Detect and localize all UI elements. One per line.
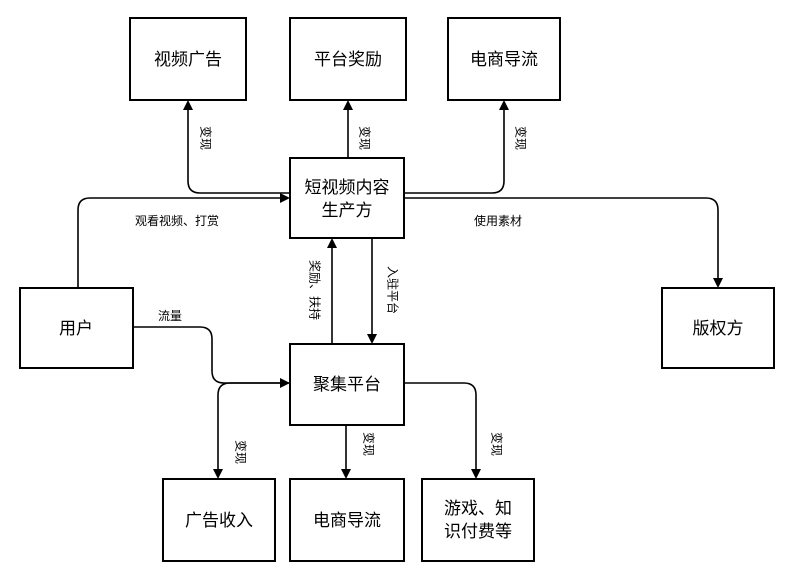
edge-label-reward-support: 奖励、扶持 (308, 260, 323, 320)
edge-user-to-aggregator (133, 326, 290, 388)
edge-label-monetize-ad-income: 变现 (234, 440, 249, 464)
edge-producer-to-video-ad (183, 100, 289, 194)
node-producer-label-line2: 生产方 (322, 201, 373, 221)
node-video-ad: 视频广告 (129, 17, 247, 101)
node-copyright-label: 版权方 (693, 319, 744, 339)
edge-label-traffic: 流量 (158, 309, 182, 323)
node-user: 用户 (19, 287, 134, 369)
edge-label-monetize-video-ad: 变现 (199, 126, 214, 150)
edge-label-monetize-ecommerce-bottom: 变现 (362, 432, 377, 456)
node-producer: 短视频内容 生产方 (289, 157, 405, 239)
edge-label-monetize-platform-reward: 变现 (358, 126, 373, 150)
node-platform-reward: 平台奖励 (289, 17, 407, 101)
node-ecommerce-top-label: 电商导流 (470, 50, 538, 70)
node-user-label: 用户 (59, 319, 93, 339)
edge-aggregator-to-ad-income (213, 382, 289, 479)
node-video-ad-label: 视频广告 (154, 50, 222, 70)
node-games: 游戏、知 识付费等 (421, 478, 535, 562)
edge-label-use-material: 使用素材 (474, 213, 522, 228)
edge-label-monetize-ecommerce-top: 变现 (514, 126, 529, 150)
node-producer-label-line1: 短视频内容 (305, 178, 390, 198)
edge-label-watch-tip: 观看视频、打赏 (135, 213, 219, 228)
node-copyright: 版权方 (661, 287, 775, 369)
node-aggregator-label: 聚集平台 (313, 375, 381, 395)
edge-aggregator-to-games (404, 382, 481, 479)
node-aggregator: 聚集平台 (289, 343, 405, 426)
edge-producer-to-copyright (404, 197, 723, 288)
edge-user-to-producer (77, 193, 290, 287)
edge-label-monetize-games: 变现 (490, 432, 505, 456)
node-ecommerce-bottom-label: 电商导流 (313, 511, 381, 531)
node-ad-income: 广告收入 (162, 478, 276, 562)
edge-producer-to-ecommerce-top (404, 100, 509, 194)
node-platform-reward-label: 平台奖励 (314, 50, 382, 70)
edge-label-join-platform: 入驻平台 (386, 266, 401, 314)
node-ecommerce-bottom: 电商导流 (289, 478, 405, 562)
node-games-label-line2: 识付费等 (444, 522, 512, 542)
node-games-label-line1: 游戏、知 (444, 499, 512, 519)
node-ecommerce-top: 电商导流 (447, 17, 561, 101)
node-ad-income-label: 广告收入 (185, 511, 253, 531)
